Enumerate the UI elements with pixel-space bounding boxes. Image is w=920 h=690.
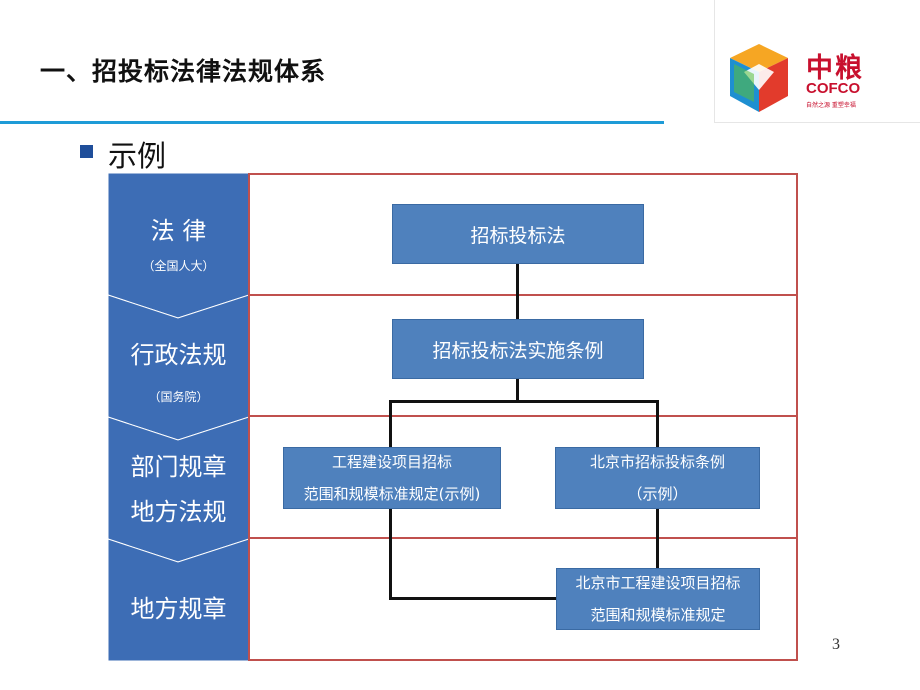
connector-dept-down	[389, 508, 392, 600]
node-bj-local-rule-line2: 范围和规模标准规定	[590, 606, 726, 624]
level-law-sub: （全国人大）	[142, 259, 215, 273]
node-bj-regulation-line2: （示例）	[627, 485, 688, 503]
logo-frame	[714, 0, 920, 123]
cofco-logo-icon	[730, 44, 788, 112]
logo-slogan: 自然之源 重塑幸福	[806, 102, 856, 109]
title-underline	[0, 121, 664, 124]
hierarchy-frame	[248, 173, 798, 661]
logo-english-name: COFCO	[806, 80, 861, 97]
connector-regulation-down	[516, 379, 519, 403]
level-admin-sub: （国务院）	[148, 390, 209, 404]
connector-to-dept-rule	[389, 400, 392, 447]
connector-branch	[389, 400, 659, 403]
node-dept-rule-line1: 工程建设项目招标	[331, 453, 452, 471]
bullet-square-icon	[80, 145, 93, 158]
level-law-label: 法 律	[150, 217, 207, 245]
node-dept-rule: 工程建设项目招标 范围和规模标准规定(示例)	[283, 447, 501, 509]
level-local-label: 地方规章	[130, 595, 227, 623]
level-column: 法 律 （全国人大） 行政法规 （国务院） 部门规章 地方法规 地方规章	[108, 173, 249, 661]
level-dept-label-2: 地方法规	[130, 498, 227, 526]
node-implementing-regulation: 招标投标法实施条例	[392, 319, 644, 379]
node-bidding-law: 招标投标法	[392, 204, 644, 264]
connector-to-bj-local	[389, 597, 557, 600]
slide-title: 一、招投标法律法规体系	[40, 57, 327, 86]
row-divider	[248, 537, 798, 539]
node-bj-local-rule: 北京市工程建设项目招标 范围和规模标准规定	[556, 568, 760, 630]
connector-to-bj-rule	[656, 400, 659, 447]
node-dept-rule-line2: 范围和规模标准规定(示例)	[303, 485, 481, 503]
row-divider	[248, 415, 798, 417]
level-dept-label-1: 部门规章	[130, 453, 227, 481]
logo-chinese-name: 中粮	[806, 53, 864, 84]
node-bj-local-rule-line1: 北京市工程建设项目招标	[575, 574, 741, 592]
page-number: 3	[832, 636, 840, 653]
connector-bj-down	[656, 508, 659, 568]
level-chevrons	[108, 173, 249, 661]
level-admin-label: 行政法规	[130, 341, 227, 369]
node-bj-regulation: 北京市招标投标条例 （示例）	[555, 447, 760, 509]
row-divider	[248, 294, 798, 296]
node-bj-regulation-line1: 北京市招标投标条例	[589, 453, 725, 471]
connector-law-regulation	[516, 263, 519, 319]
bullet-text: 示例	[108, 139, 167, 173]
